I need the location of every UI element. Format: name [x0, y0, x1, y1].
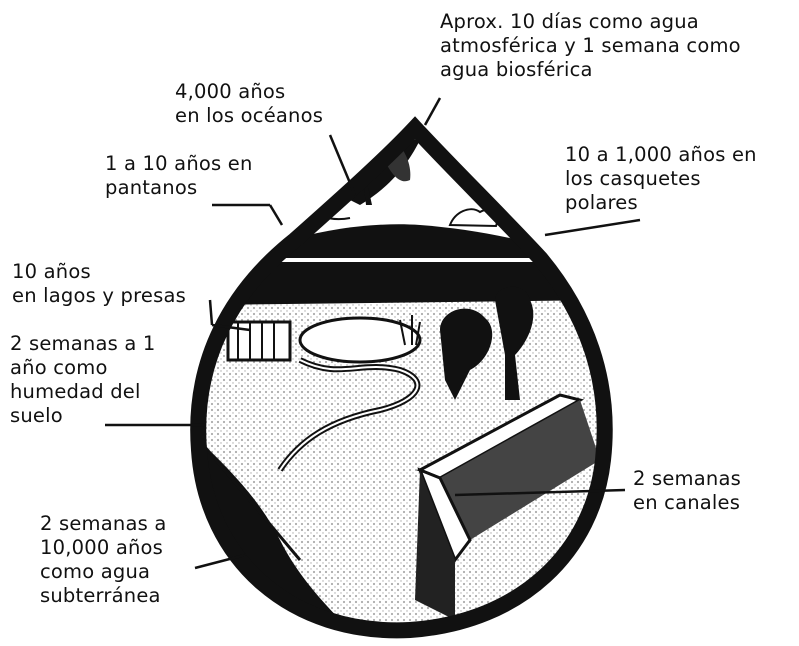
- canal-water: [440, 400, 600, 540]
- ocean-band: [270, 224, 540, 258]
- label-groundwater: 2 semanas a 10,000 años como agua subter…: [40, 512, 167, 607]
- leader-oceans: [328, 134, 357, 196]
- leader-swamps: [268, 204, 284, 226]
- label-ice-caps: 10 a 1,000 años en los casquetes polares: [565, 143, 757, 214]
- label-soil-moisture: 2 semanas a 1 año como humedad del suelo: [10, 332, 156, 427]
- label-atmosphere: Aprox. 10 días como agua atmosférica y 1…: [440, 10, 741, 81]
- label-oceans: 4,000 años en los océanos: [175, 80, 324, 127]
- leader-atmosphere: [423, 97, 442, 126]
- leader-groundwater: [194, 553, 246, 570]
- lake: [298, 316, 422, 364]
- leader-lakes: [211, 323, 251, 332]
- drop-outline: [190, 116, 613, 639]
- leader-lines: [105, 97, 641, 570]
- label-lakes: 10 años en lagos y presas: [12, 260, 186, 307]
- tree-right: [495, 286, 534, 400]
- leader-canals: [454, 488, 626, 497]
- label-swamps: 1 a 10 años en pantanos: [105, 152, 253, 199]
- label-canals: 2 semanas en canales: [633, 467, 741, 514]
- tree-left: [440, 308, 493, 400]
- leader-ice: [544, 218, 641, 237]
